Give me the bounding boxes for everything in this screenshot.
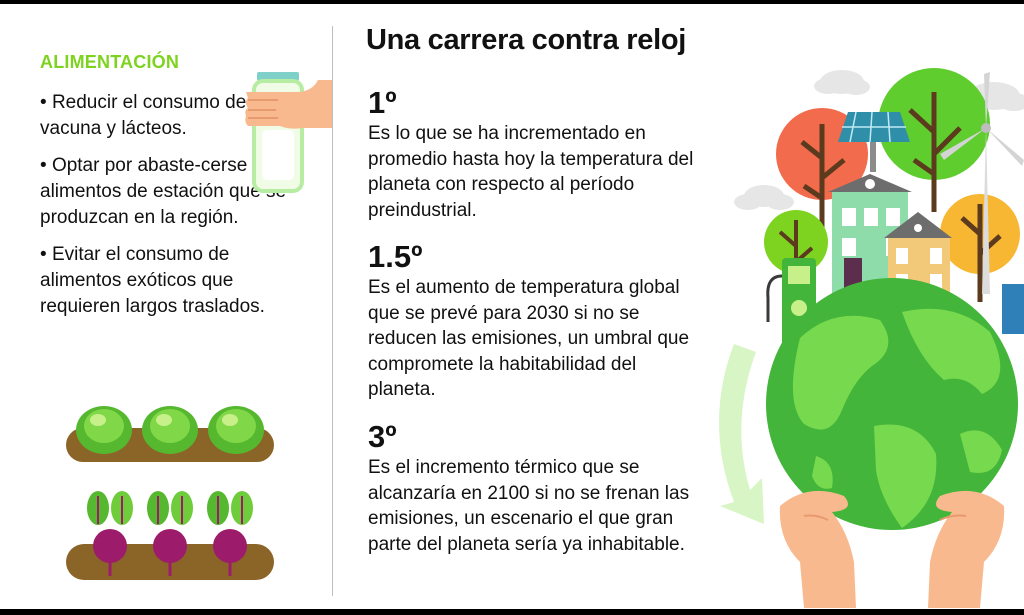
stat-description: Es el aumento de temperatura global que … — [368, 277, 690, 400]
tip-item: Reducir el consumo de carne vacuna y lác… — [40, 90, 305, 142]
stat-block: 1º Es lo que se ha incrementado en prome… — [368, 86, 708, 223]
stat-block: 1.5º Es el aumento de temperatura global… — [368, 240, 708, 403]
hand-jar-illustration — [245, 72, 332, 193]
beet-icon — [147, 491, 193, 576]
cloud-icon — [814, 70, 870, 95]
bottom-border — [0, 609, 1024, 615]
stat-value: 1.5º — [368, 239, 423, 274]
stat-description: Es lo que se ha incrementado en promedio… — [368, 123, 694, 221]
beet-icon — [207, 491, 253, 576]
stat-description: Es el incremento térmico que se alcanzar… — [368, 457, 690, 555]
hand-icon — [779, 490, 1005, 608]
arrow-icon — [719, 344, 764, 524]
beet-row-illustration — [66, 491, 274, 580]
hand-icon — [245, 80, 332, 129]
section-title: ALIMENTACIÓN — [40, 52, 180, 72]
recycling-bin — [1002, 284, 1024, 334]
column-divider — [332, 26, 333, 596]
stat-block: 3º Es el incremento térmico que se alcan… — [368, 420, 708, 557]
tree-icon — [940, 194, 1020, 302]
cloud-icon — [734, 185, 794, 210]
tip-item: Optar por abaste-cerse con alimentos de … — [40, 153, 305, 231]
main-title: Una carrera contra reloj — [366, 24, 686, 56]
tip-item: Evitar el consumo de alimentos exóticos … — [40, 242, 305, 320]
tips-list: Reducir el consumo de carne vacuna y lác… — [40, 90, 305, 331]
earth-city-illustration — [719, 68, 1024, 608]
jar-icon — [252, 72, 304, 193]
lettuce-row-illustration — [66, 406, 274, 462]
lettuce-icon — [208, 406, 264, 454]
solar-panel-icon — [838, 111, 910, 172]
wind-turbine-icon — [940, 72, 1024, 294]
tree-icon — [878, 68, 990, 212]
lettuce-icon — [142, 406, 198, 454]
earth-icon — [766, 278, 1018, 530]
stat-value: 1º — [368, 85, 397, 120]
top-border — [0, 0, 1024, 4]
stat-value: 3º — [368, 419, 397, 454]
lettuce-icon — [76, 406, 132, 454]
beet-icon — [87, 491, 133, 576]
